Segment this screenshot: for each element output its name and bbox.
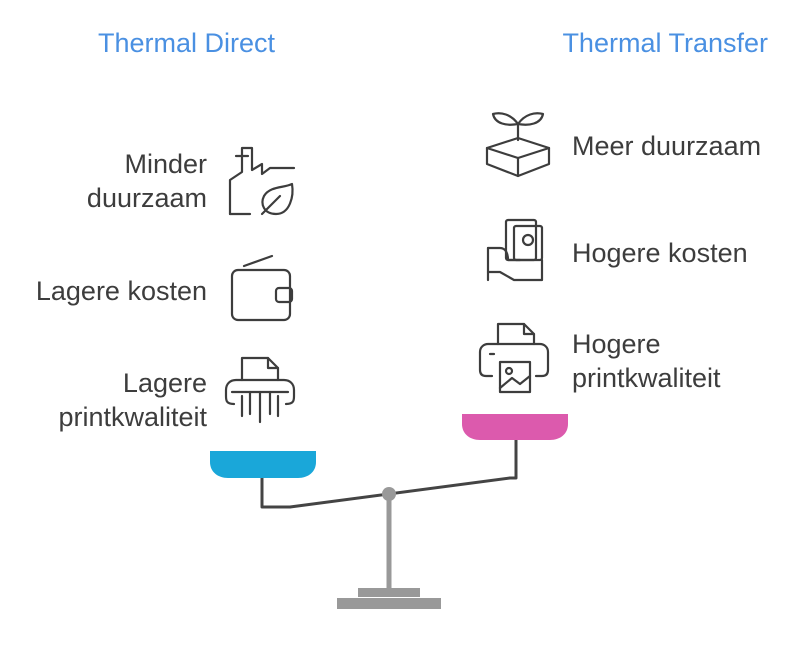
factory-leaf-icon — [228, 146, 296, 216]
scale-base — [337, 598, 441, 609]
scale-beam — [288, 476, 512, 509]
box-sprout-icon — [485, 112, 551, 178]
wallet-icon — [230, 254, 294, 322]
photo-printer-icon — [478, 322, 550, 394]
scale-pivot — [382, 487, 396, 501]
thermal-direct-heading: Thermal Direct — [98, 28, 276, 58]
left-item-1-label: Minder duurzaam — [86, 149, 207, 213]
right-item-2-label: Hogere kosten — [572, 238, 748, 268]
left-hanger — [260, 472, 292, 509]
left-item-2-label: Lagere kosten — [35, 276, 207, 306]
left-pan — [210, 451, 316, 478]
right-pan — [462, 414, 568, 440]
thermal-transfer-heading: Thermal Transfer — [562, 28, 768, 58]
scale-base-top — [358, 588, 420, 597]
right-hanger — [508, 438, 518, 480]
shredder-icon — [224, 356, 296, 424]
right-item-3-label: Hogere printkwaliteit — [572, 329, 721, 393]
right-item-1-label: Meer duurzaam — [572, 131, 762, 161]
left-item-3-label: Lagere printkwaliteit — [58, 368, 207, 432]
hand-money-icon — [486, 218, 544, 282]
